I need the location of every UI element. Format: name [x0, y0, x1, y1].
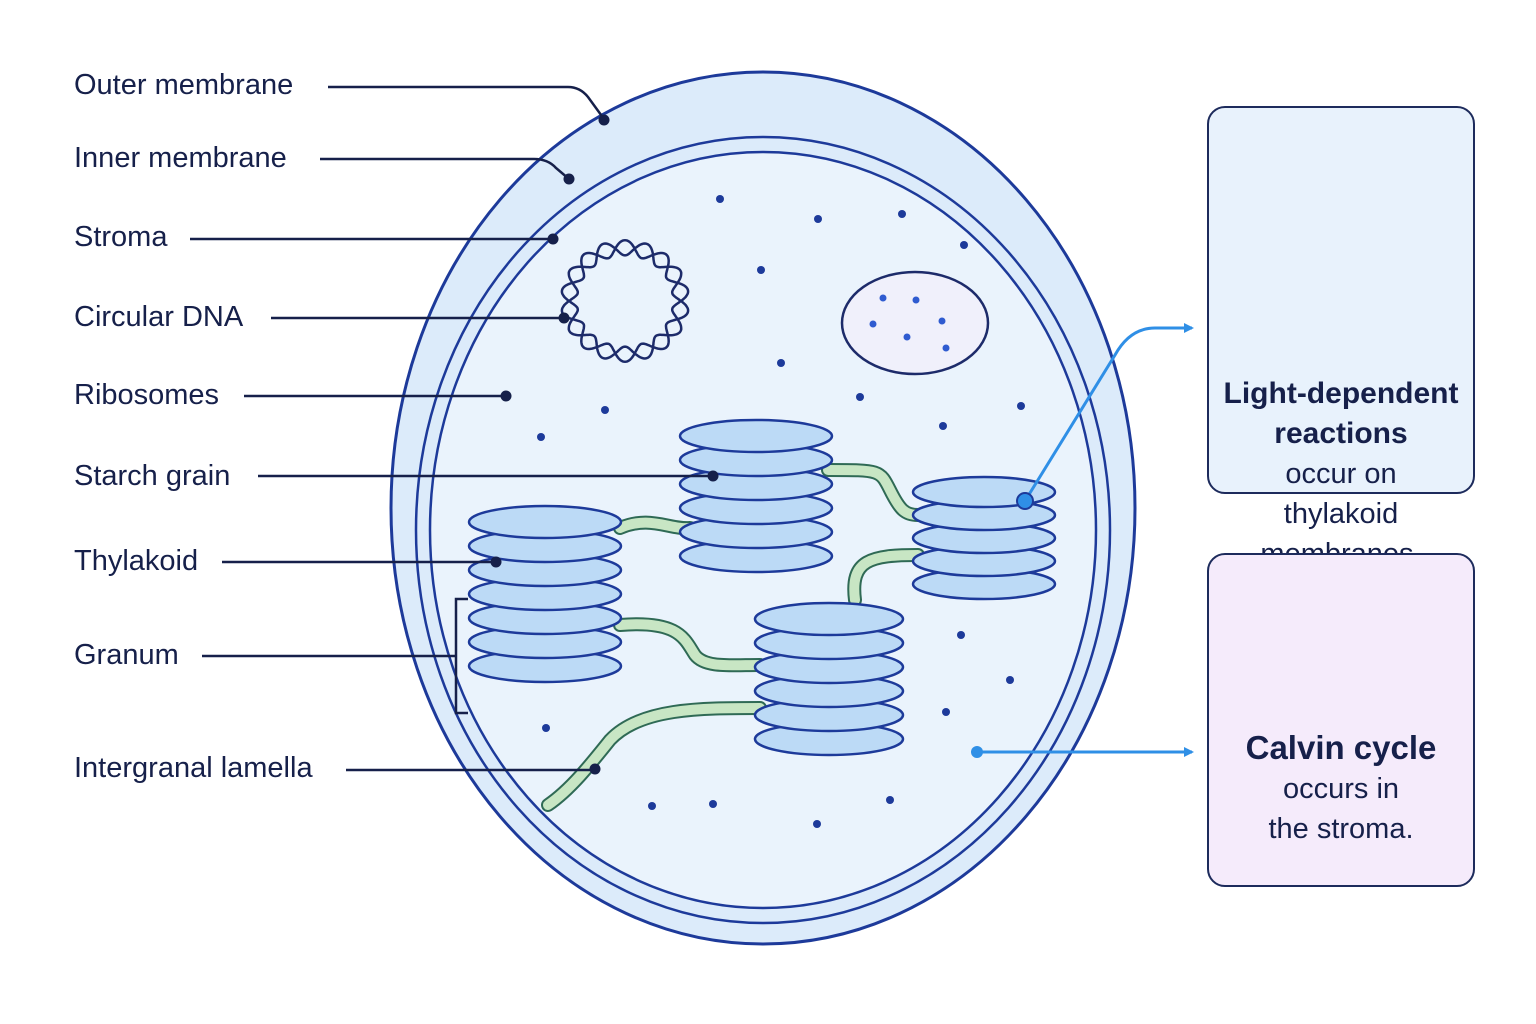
ribosome — [757, 266, 765, 274]
ribosome — [601, 406, 609, 414]
ribosome — [960, 241, 968, 249]
starch-grain — [840, 270, 990, 376]
label-inner-membrane: Inner membrane — [74, 142, 287, 174]
dna-strand — [560, 238, 690, 360]
label-ribosomes: Ribosomes — [74, 379, 220, 411]
granum-bracket — [454, 597, 468, 715]
light-box-body-line1: occur on — [1285, 458, 1397, 490]
ribosome — [1006, 676, 1014, 684]
leader-dot — [500, 390, 512, 402]
lamella-connection — [821, 463, 925, 522]
grana — [467, 418, 1057, 757]
label-circular-dna: Circular DNA — [74, 301, 244, 333]
granum-stack — [753, 601, 905, 757]
calvin-box-body-line1: occurs in — [1282, 773, 1400, 805]
lamella-connection — [847, 548, 925, 607]
label-stroma: Stroma — [74, 221, 168, 253]
starch-granule — [942, 344, 950, 352]
thylakoid-disc — [678, 418, 834, 454]
leader-dot — [490, 556, 502, 568]
ribosome — [813, 820, 821, 828]
light-box-body-line2: thylakoid — [1283, 498, 1399, 530]
ribosome — [942, 708, 950, 716]
label-outer-membrane: Outer membrane — [74, 69, 294, 101]
arrow-to-light-reactions — [1023, 323, 1194, 502]
thylakoid-disc — [753, 601, 905, 637]
leader-dot — [707, 470, 719, 482]
leader-dot — [598, 114, 610, 126]
ribosome — [537, 433, 545, 441]
intergranal-lamellae — [541, 463, 925, 812]
starch-granule — [938, 317, 946, 325]
ribosome — [648, 802, 656, 810]
ribosome — [939, 422, 947, 430]
label-starch-grain: Starch grain — [74, 460, 231, 492]
label-granum: Granum — [74, 639, 179, 671]
ribosome — [814, 215, 822, 223]
granum-stack — [678, 418, 834, 574]
light-box-title-line1: Light-dependent — [1223, 377, 1459, 410]
calvin-box-title: Calvin cycle — [1245, 729, 1437, 766]
leader-dot — [563, 173, 575, 185]
lamella-connection — [541, 701, 767, 812]
ribosome — [957, 631, 965, 639]
callout-arrows — [978, 323, 1194, 757]
starch-granule — [903, 333, 911, 341]
inner-membrane — [414, 135, 1112, 925]
ribosome — [716, 195, 724, 203]
calvin-cycle-text: Calvin cycle occurs in the stroma. — [1209, 727, 1473, 849]
light-reactions-text: Light-dependent reactions occur on thyla… — [1209, 374, 1473, 574]
ribosome — [856, 393, 864, 401]
ribosome — [1017, 402, 1025, 410]
light-box-title-line2: reactions — [1274, 417, 1408, 450]
calvin-cycle-box: Calvin cycle occurs in the stroma. — [1207, 553, 1475, 887]
lamella-connection — [613, 617, 767, 673]
label-intergranal-lamella: Intergranal lamella — [74, 752, 313, 784]
ribosome — [709, 800, 717, 808]
leader-outer-membrane — [328, 85, 606, 120]
thylakoid-disc — [467, 504, 623, 540]
starch-grain-body — [840, 270, 990, 376]
leader-inner-membrane — [320, 157, 570, 180]
circular-dna — [560, 238, 690, 364]
ribosome — [777, 359, 785, 367]
leader-dots — [490, 114, 719, 775]
ribosome — [898, 210, 906, 218]
light-dependent-reactions-box: Light-dependent reactions occur on thyla… — [1207, 106, 1475, 570]
leader-dot — [589, 763, 601, 775]
stroma-marker — [971, 746, 983, 758]
leader-lines — [190, 85, 712, 772]
leader-dot — [547, 233, 559, 245]
lamella-connection — [613, 515, 697, 536]
granum-stack — [467, 504, 623, 684]
ribosome — [886, 796, 894, 804]
starch-granule — [912, 296, 920, 304]
starch-granule — [879, 294, 887, 302]
starch-granule — [869, 320, 877, 328]
ribosome — [542, 724, 550, 732]
ribosomes — [537, 195, 1025, 828]
leader-dot — [558, 312, 570, 324]
calvin-box-body-line2: the stroma. — [1268, 813, 1414, 845]
granum-stack — [911, 475, 1057, 601]
label-thylakoid: Thylakoid — [74, 545, 199, 577]
thylakoid-membrane-marker — [1016, 492, 1034, 510]
